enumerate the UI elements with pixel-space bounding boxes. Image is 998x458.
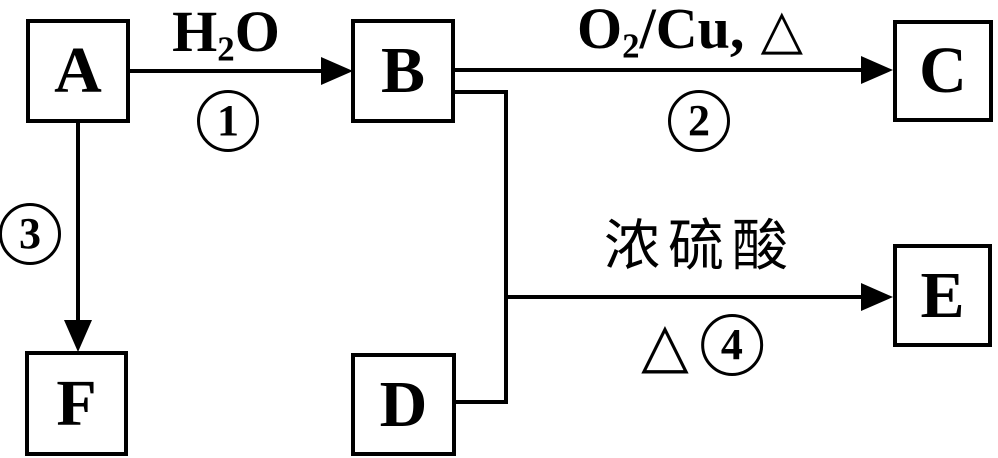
box-substance-f: F bbox=[25, 351, 128, 456]
arrowhead-down-icon bbox=[64, 320, 92, 352]
box-substance-a: A bbox=[26, 19, 130, 123]
box-substance-b: B bbox=[351, 19, 455, 123]
box-d-label: D bbox=[379, 367, 428, 441]
arrowhead-right-icon bbox=[861, 283, 893, 311]
step-3-circled-number: 3 bbox=[0, 203, 61, 265]
connector-vertical bbox=[504, 90, 508, 404]
connector-b-horizontal bbox=[455, 90, 508, 94]
reaction2-formula-pre: O bbox=[577, 0, 623, 61]
step-1-circled-number: 1 bbox=[197, 90, 259, 152]
reaction1-condition-label: H2O bbox=[172, 0, 280, 67]
reaction1-formula-sub: 2 bbox=[217, 29, 235, 69]
box-substance-d: D bbox=[351, 353, 456, 456]
arrowhead-right-icon bbox=[861, 56, 893, 84]
arrow-a-to-b-line bbox=[130, 69, 326, 73]
arrow-a-to-f-line bbox=[76, 122, 80, 324]
reaction4-heat-and-step: △ 4 bbox=[641, 314, 763, 376]
reaction2-formula-sub: 2 bbox=[622, 26, 640, 66]
reaction2-condition-label: O2/Cu,△ bbox=[577, 0, 803, 64]
arrow-to-e-line bbox=[504, 295, 862, 299]
heat-triangle-icon: △ bbox=[760, 0, 803, 61]
box-substance-c: C bbox=[893, 20, 993, 122]
box-substance-e: E bbox=[893, 244, 992, 347]
arrow-b-to-c-line bbox=[455, 68, 865, 72]
step-4-circled-number: 4 bbox=[700, 314, 763, 376]
arrowhead-right-icon bbox=[321, 57, 353, 85]
reaction4-condition-label: 浓硫酸 bbox=[604, 214, 796, 277]
connector-d-horizontal bbox=[456, 400, 508, 404]
reaction2-formula-mid: /Cu, bbox=[639, 0, 745, 61]
step-2-circled-number: 2 bbox=[668, 90, 730, 152]
box-e-label: E bbox=[920, 258, 965, 332]
box-a-label: A bbox=[54, 34, 102, 107]
box-c-label: C bbox=[919, 34, 967, 107]
box-b-label: B bbox=[380, 34, 426, 107]
reaction1-formula-post: O bbox=[234, 0, 280, 64]
reaction1-formula-pre: H bbox=[172, 0, 218, 64]
box-f-label: F bbox=[56, 366, 97, 440]
heat-triangle-icon: △ bbox=[641, 308, 689, 381]
